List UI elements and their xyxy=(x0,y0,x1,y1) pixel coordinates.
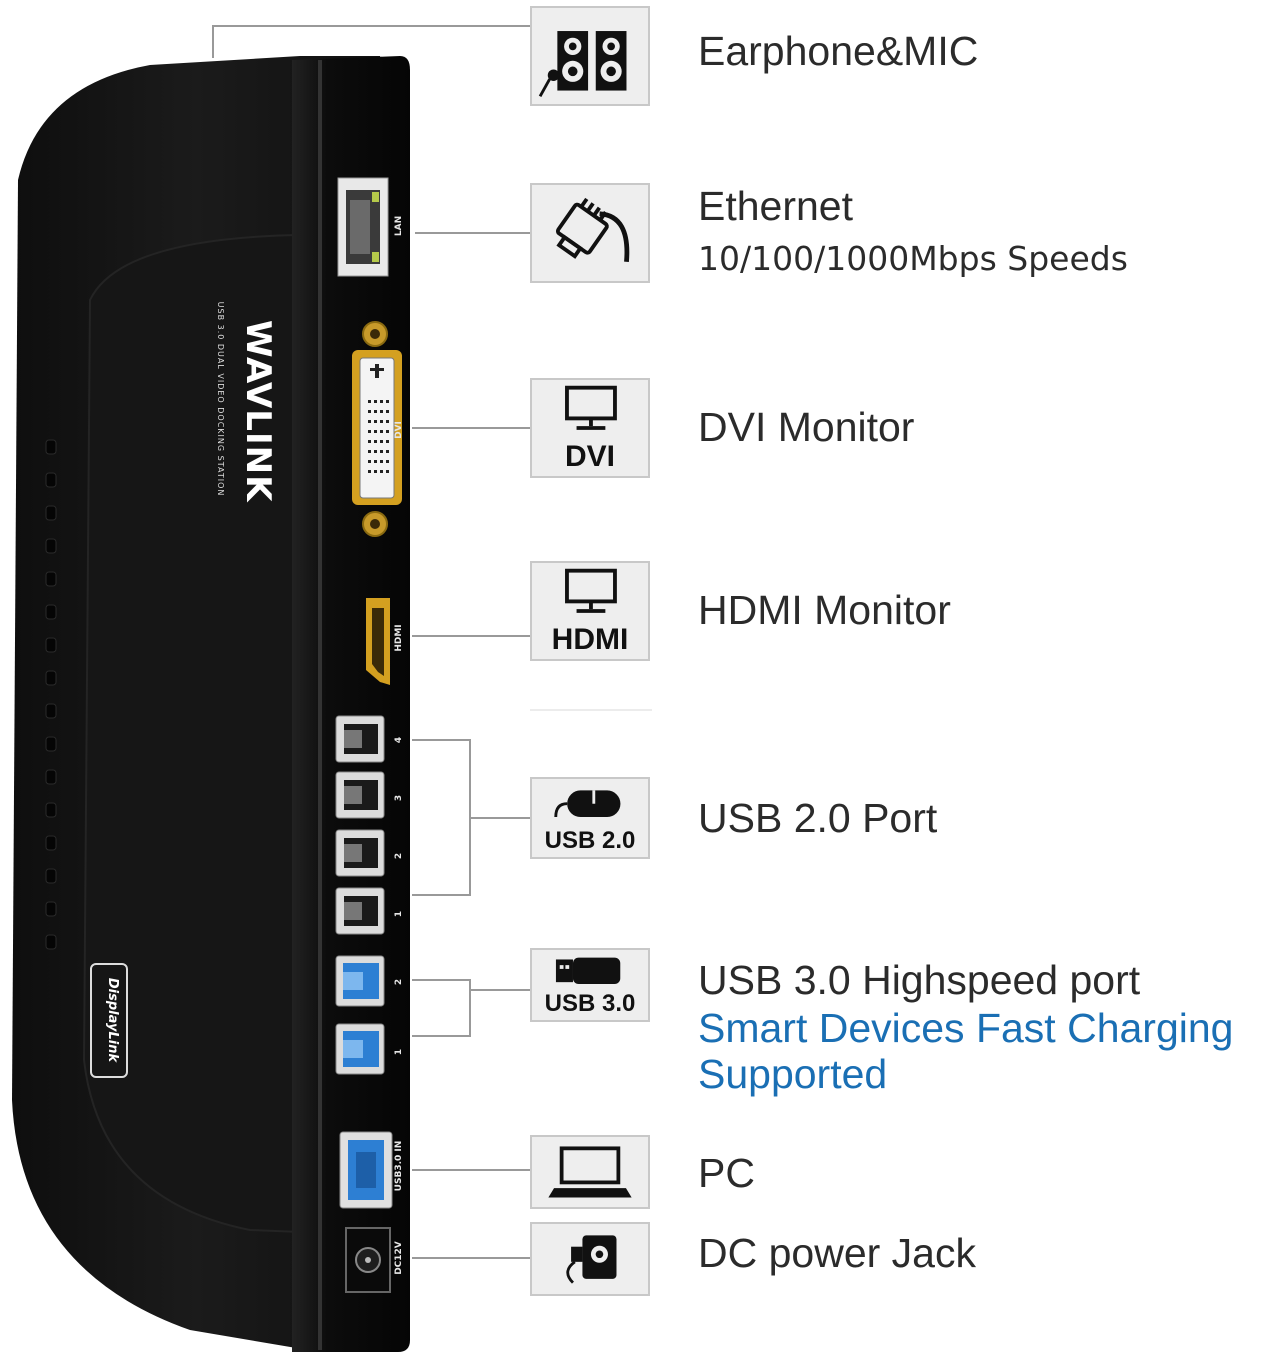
laptop-icon xyxy=(548,1146,632,1198)
brand-logo: WAVLINK xyxy=(238,320,278,503)
port-label-usb-3: 3 xyxy=(394,794,404,802)
port-label-lan: LAN xyxy=(394,215,404,237)
speaker-mic-icon xyxy=(538,31,627,98)
monitor-icon xyxy=(565,568,617,613)
label-usb2-port: USB 2.0 Port xyxy=(698,795,938,841)
dock-side-panel xyxy=(82,233,301,1234)
usb2-icon-box: USB 2.0 xyxy=(530,777,650,859)
label-dvi-monitor: DVI Monitor xyxy=(698,404,915,450)
usb3-ports xyxy=(335,955,385,1075)
label-usb3-port: USB 3.0 Highspeed port xyxy=(698,957,1141,1003)
port-label-usb-1: 1 xyxy=(394,910,404,918)
lan-port xyxy=(337,177,389,277)
usb-drive-icon xyxy=(555,957,621,985)
dvi-icon-label: DVI xyxy=(564,440,615,473)
callout-line-audio xyxy=(212,25,530,58)
label-fast-charging: Smart Devices Fast Charging xyxy=(698,1005,1234,1051)
port-label-usb-2: 2 xyxy=(394,852,404,860)
label-supported: Supported xyxy=(698,1051,888,1097)
pc-icon-box xyxy=(530,1135,650,1209)
port-label-usb3-2: 2 xyxy=(394,978,404,986)
dc-icon-box xyxy=(530,1222,650,1296)
usb2-ports xyxy=(335,715,385,935)
port-label-hdmi: HDMI xyxy=(394,624,404,652)
port-label-usb-in: USB3.0 IN xyxy=(394,1140,404,1192)
callout-lines xyxy=(412,232,530,1259)
front-edge-highlight xyxy=(318,60,322,1350)
label-dc-power-jack: DC power Jack xyxy=(698,1230,976,1276)
label-hdmi-monitor: HDMI Monitor xyxy=(698,587,951,633)
dvi-port xyxy=(352,321,402,537)
hdmi-icon-label: HDMI xyxy=(551,623,629,656)
mouse-icon xyxy=(554,790,621,818)
usb3-icon-label: USB 3.0 xyxy=(544,990,636,1017)
dvi-icon-box: DVI xyxy=(530,378,650,478)
usb2-icon-label: USB 2.0 xyxy=(544,827,636,854)
usb-b-port xyxy=(339,1131,393,1209)
usb3-icon-box: USB 3.0 xyxy=(530,948,650,1022)
port-label-usb3-1: 1 xyxy=(394,1048,404,1056)
port-label-usb-4: 4 xyxy=(394,736,404,744)
hdmi-port xyxy=(366,598,390,685)
label-ethernet: Ethernet xyxy=(698,183,853,229)
displaylink-badge-frame xyxy=(90,963,128,1078)
vent-slots xyxy=(45,439,57,950)
hdmi-icon-box: HDMI xyxy=(530,561,650,661)
displaylink-badge: DisplayLink xyxy=(105,977,120,1063)
label-earphone-mic: Earphone&MIC xyxy=(698,28,979,74)
brand-subtitle: USB 3.0 DUAL VIDEO DOCKING STATION xyxy=(216,301,225,497)
label-ethernet-speed: 10/100/1000Mbps Speeds xyxy=(698,239,1128,278)
power-jack-icon xyxy=(566,1235,617,1284)
ethernet-plug-icon xyxy=(555,197,630,262)
port-label-dvi: DVI xyxy=(394,421,404,439)
monitor-icon xyxy=(565,385,617,430)
ethernet-icon-box xyxy=(530,183,650,283)
audio-icon-box xyxy=(530,6,650,106)
dc-jack xyxy=(345,1227,391,1293)
label-pc: PC xyxy=(698,1150,755,1196)
port-label-dc: DC12V xyxy=(394,1241,404,1275)
